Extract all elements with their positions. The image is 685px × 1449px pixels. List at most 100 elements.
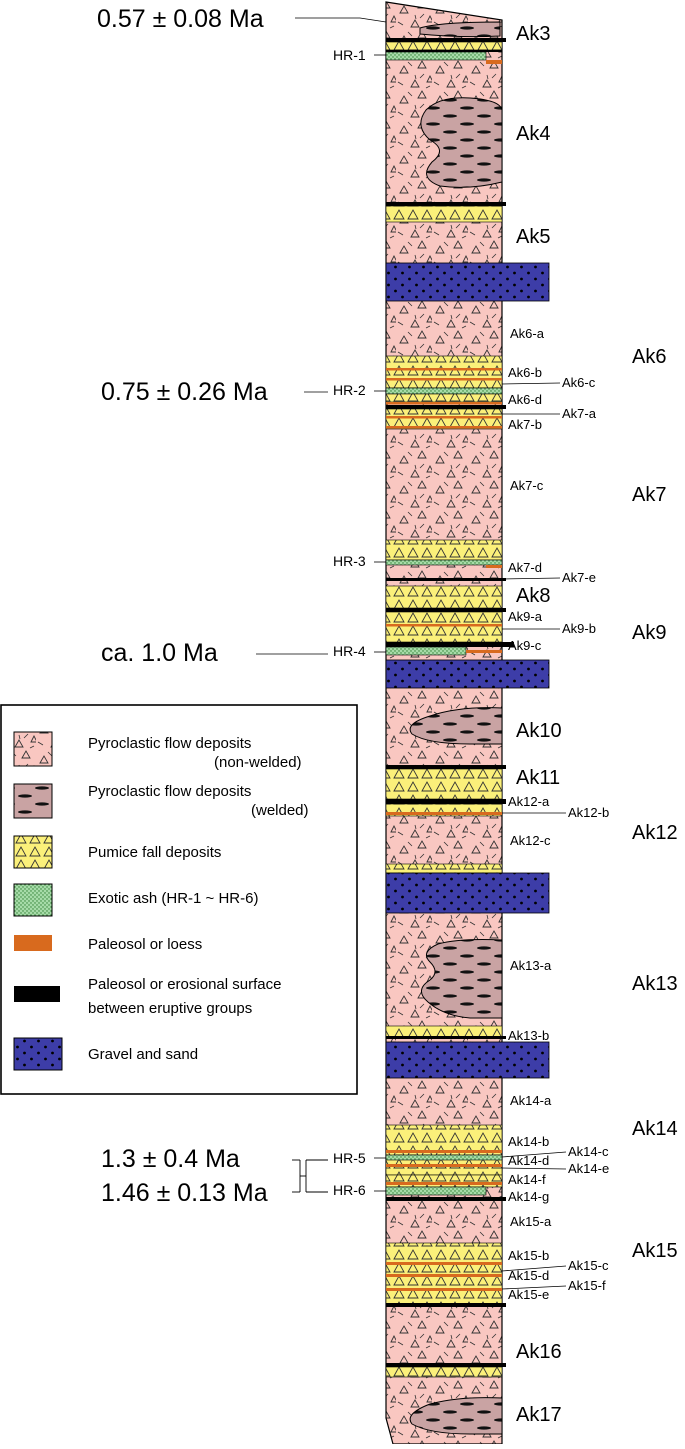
exotic-ash-hr3 — [385, 559, 503, 566]
legend-frame — [0, 704, 358, 1095]
erosional-surface — [386, 38, 506, 42]
legend-label-pumice: Pumice fall deposits — [88, 844, 221, 861]
welded-lens-ak3 — [419, 21, 501, 38]
group-label-ak9: Ak9 — [632, 622, 666, 644]
legend-swatch-paleosol — [14, 935, 52, 951]
legend-label-welded: Pyroclastic flow deposits — [88, 783, 251, 800]
leader-line — [501, 577, 561, 580]
paleosol-layer — [386, 1182, 502, 1185]
pumice-layer — [385, 205, 503, 223]
pumice-layer — [385, 393, 503, 403]
pumice-layer — [385, 768, 503, 800]
erosional-surface — [386, 202, 506, 206]
welded-lens-ak10 — [409, 707, 503, 745]
subunit-label: Ak7-e — [562, 570, 596, 585]
group-label-ak7: Ak7 — [632, 484, 666, 506]
sample-label-hr4: HR-4 — [333, 643, 366, 659]
subunit-label: Ak15-c — [568, 1258, 609, 1273]
subunit-label: Ak13-a — [510, 958, 552, 973]
legend-swatch-exotic-ash — [13, 883, 53, 917]
legend-sublabel-welded: (welded) — [251, 802, 309, 819]
paleosol-layer — [386, 426, 502, 429]
unit-label-ak16: Ak16 — [516, 1341, 562, 1363]
subunit-label: Ak7-d — [508, 560, 542, 575]
welded-lens-ak4 — [420, 97, 503, 188]
paleosol-layer — [386, 1164, 502, 1167]
legend-sublabel-nonwelded: (non-welded) — [214, 754, 302, 771]
subunit-label: Ak15-b — [508, 1248, 549, 1263]
subunit-label: Ak14-g — [508, 1189, 549, 1204]
subunit-label: Ak6-b — [508, 365, 542, 380]
welded-lens-ak17 — [409, 1397, 503, 1435]
unit-label-ak8: Ak8 — [516, 585, 550, 607]
paleosol-layer — [486, 60, 502, 64]
erosional-surface — [386, 1303, 506, 1307]
subunit-leader-lines — [501, 382, 567, 1290]
erosional-surface — [386, 642, 514, 647]
paleosol-layer — [386, 368, 502, 371]
group-label-ak15: Ak15 — [632, 1240, 678, 1262]
exotic-ash-hr1 — [385, 51, 487, 61]
gravel-layer — [385, 1041, 550, 1079]
subunit-label: Ak15-a — [510, 1214, 552, 1229]
paleosol-layer — [386, 812, 502, 815]
unit-label-ak11: Ak11 — [516, 767, 560, 789]
subunit-label: Ak7-b — [508, 417, 542, 432]
erosional-surface — [386, 578, 506, 581]
welded-lens-ak13 — [421, 939, 503, 1019]
sample-label-hr1: HR-1 — [333, 47, 366, 63]
legend: Pyroclastic flow deposits (non-welded) P… — [0, 704, 358, 1095]
paleosol-layer — [386, 1288, 502, 1291]
leader-line — [501, 1167, 567, 1170]
subunit-label: Ak7-a — [562, 406, 597, 421]
pumice-layer — [385, 1366, 503, 1378]
pumice-layer — [385, 585, 503, 609]
subunit-label: Ak12-b — [568, 805, 609, 820]
age-label-hr2: 0.75 ± 0.26 Ma — [101, 378, 268, 406]
exotic-ash-hr5 — [385, 1154, 503, 1161]
pumice-layer — [385, 1174, 503, 1188]
gravel-layer — [385, 262, 550, 302]
subunit-label: Ak15-e — [508, 1287, 549, 1302]
group-labels: Ak6 Ak7 Ak9 Ak12 Ak13 Ak14 Ak15 — [632, 346, 678, 1262]
pumice-layer — [385, 611, 503, 643]
unit-label-ak3: Ak3 — [516, 23, 550, 45]
subunit-label: Ak15-d — [508, 1268, 549, 1283]
subunit-label: Ak14-f — [508, 1172, 546, 1187]
unit-label-ak17: Ak17 — [516, 1404, 562, 1426]
subunit-label: Ak9-c — [508, 638, 542, 653]
age-label-ak3: 0.57 ± 0.08 Ma — [97, 5, 264, 33]
legend-swatch-gravel — [13, 1037, 63, 1071]
age-labels: 0.57 ± 0.08 Ma 0.75 ± 0.26 Ma ca. 1.0 Ma… — [97, 5, 387, 1207]
major-unit-labels: Ak3 Ak4 Ak5 Ak8 Ak10 Ak11 Ak16 Ak17 — [516, 23, 562, 1426]
unit-label-ak10: Ak10 — [516, 720, 562, 742]
legend-swatch-welded — [13, 783, 53, 819]
subunit-label: Ak14-e — [568, 1161, 609, 1176]
legend-swatch-nonwelded — [13, 731, 53, 767]
subunit-label: Ak14-b — [508, 1134, 549, 1149]
subunit-label: Ak12-c — [510, 833, 551, 848]
paleosol-layer — [386, 1262, 502, 1265]
legend-label-exotic-ash: Exotic ash (HR-1 ~ HR-6) — [88, 890, 258, 907]
sample-label-hr5: HR-5 — [333, 1150, 366, 1166]
paleosol-layer — [386, 402, 502, 405]
exotic-ash-hr2 — [385, 387, 503, 395]
subunit-label: Ak9-a — [508, 609, 543, 624]
legend-sublabel-erosional: between eruptive groups — [88, 1000, 252, 1017]
erosional-surface — [386, 50, 502, 52]
erosional-surface — [386, 1363, 506, 1367]
paleosol-layer — [386, 416, 502, 419]
paleosol-layer — [466, 650, 502, 653]
pumice-layer — [385, 355, 503, 389]
subunit-label: Ak14-c — [568, 1144, 609, 1159]
exotic-ash-hr6 — [385, 1186, 487, 1196]
paleosol-layer — [386, 378, 502, 381]
leader-line — [501, 1265, 567, 1272]
gravel-layer — [385, 659, 550, 689]
subunit-label: Ak13-b — [508, 1028, 549, 1043]
pumice-layer — [385, 408, 503, 430]
leader-line — [295, 17, 387, 23]
sample-label-hr2: HR-2 — [333, 382, 366, 398]
